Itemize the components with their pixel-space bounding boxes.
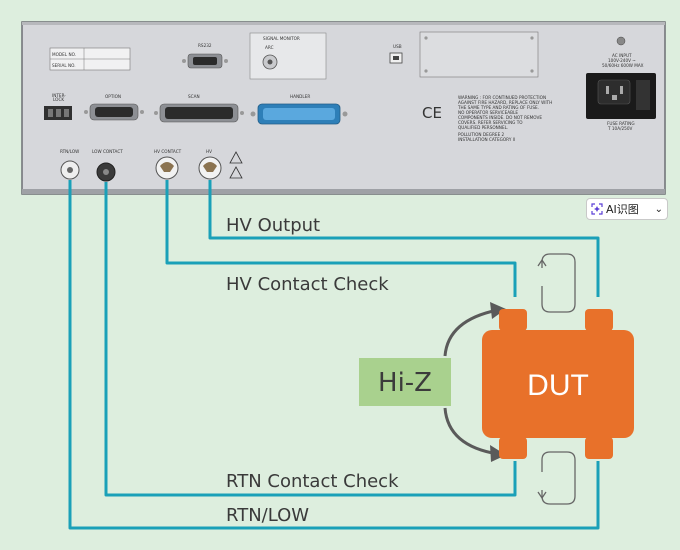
warning-triangle-icon xyxy=(229,166,243,179)
arrow-head-icon xyxy=(490,445,506,462)
hv-output-wire xyxy=(208,180,600,297)
ac-input-spec-2: 50/60Hz 600W MAX xyxy=(602,63,644,68)
low-contact-terminal-label: LOW CONTACT xyxy=(92,149,123,154)
hi-z-lower-curve xyxy=(443,407,499,456)
hv-output-label: HV Output xyxy=(226,215,320,236)
handler-port: HANDLER xyxy=(250,94,348,125)
fuse-rating-value: T 10A/250V xyxy=(607,126,632,131)
hi-z-box xyxy=(359,358,451,406)
warning-line: AGAINST FIRE HAZARD, REPLACE ONLY WITH xyxy=(458,100,552,105)
bottom-contact-loop xyxy=(541,451,576,505)
dut-pin xyxy=(585,437,613,459)
top-contact-loop xyxy=(541,253,576,313)
dut-device: DUT xyxy=(482,309,634,459)
scan-port: SCAN xyxy=(154,94,244,123)
handler-label: HANDLER xyxy=(290,94,310,99)
dut-label: DUT xyxy=(527,369,589,402)
usb-port: USB xyxy=(389,44,403,64)
warning-line: INSTALLATION CATEGORY II xyxy=(458,137,515,142)
warning-line: COMPONENTS INSIDE. DO NOT REMOVE xyxy=(458,115,542,120)
dut-pin xyxy=(499,437,527,459)
ai-recognize-button[interactable]: AI识图 ⌄ xyxy=(586,198,668,220)
output-terminals: RTN/LOW LOW CONTACT HV CONTACT HV xyxy=(60,149,243,182)
rtn-low-wire xyxy=(68,180,600,530)
ground-terminal xyxy=(616,36,626,46)
rtn-low-terminal-label: RTN/LOW xyxy=(60,149,79,154)
rs232-port: RS232 xyxy=(182,43,228,69)
dut-body xyxy=(482,330,634,438)
option-label: OPTION xyxy=(105,94,121,99)
top-loop-arrow-icon xyxy=(537,258,547,267)
usb-label: USB xyxy=(393,44,402,49)
ac-input-spec-1: 100V-240V ~ xyxy=(608,58,636,63)
bottom-loop-arrow-icon xyxy=(537,491,547,500)
rtn-contact-check-label: RTN Contact Check xyxy=(226,471,399,492)
hv-contact-check-label: HV Contact Check xyxy=(226,274,389,295)
ce-mark: CE xyxy=(422,104,442,122)
warning-label: WARNING : FOR CONTINUED PROTECTION AGAIN… xyxy=(457,95,552,142)
hv-terminal-label: HV xyxy=(206,149,212,154)
signal-monitor-label: SIGNAL MONITOR xyxy=(263,36,300,41)
blank-cover-plate xyxy=(419,31,539,78)
dut-pin xyxy=(585,309,613,331)
signal-monitor-panel: SIGNAL MONITOR ARC xyxy=(249,32,327,80)
ac-input: AC INPUT 100V-240V ~ 50/60Hz 600W MAX FU… xyxy=(586,36,656,131)
rs232-label: RS232 xyxy=(198,43,212,48)
wires xyxy=(68,180,600,530)
interlock-label-2: LOCK xyxy=(53,97,64,102)
arrow-head-icon xyxy=(490,302,506,319)
ai-button-label: AI识图 xyxy=(606,203,639,216)
ac-input-label: AC INPUT xyxy=(612,53,632,58)
model-no-label: MODEL NO. xyxy=(52,52,76,57)
warning-line: THE SAME TYPE AND RATING OF FUSE. xyxy=(457,105,539,110)
warning-line: NO OPERATOR SERVICEABLE xyxy=(458,110,518,115)
serial-no-label: SERIAL NO. xyxy=(52,63,76,68)
arc-label: ARC xyxy=(265,45,274,50)
rtn-low-label: RTN/LOW xyxy=(226,505,309,526)
ai-scan-icon xyxy=(591,203,603,215)
warning-line: COVERS. REFER SERVICING TO xyxy=(458,120,523,125)
model-serial-plate: MODEL NO. SERIAL NO. xyxy=(49,47,131,71)
dut-pin xyxy=(499,309,527,331)
hv-contact-terminal-label: HV CONTACT xyxy=(154,149,182,154)
rtn-contact-check-wire xyxy=(104,182,517,497)
hi-z-label: Hi-Z xyxy=(378,368,432,398)
interlock-label-1: INTER- xyxy=(52,93,66,98)
contact-loops xyxy=(537,253,576,505)
warning-triangle-icon xyxy=(229,151,243,164)
hi-z-upper-curve xyxy=(443,308,499,357)
warning-line: WARNING : FOR CONTINUED PROTECTION xyxy=(458,95,546,100)
hv-contact-check-wire xyxy=(165,180,517,297)
option-port: OPTION xyxy=(84,94,144,121)
interlock-connector: INTER- LOCK xyxy=(44,93,72,120)
fuse-rating-label: FUSE RATING xyxy=(607,121,635,126)
warning-line: POLLUTION DEGREE 2 xyxy=(458,132,505,137)
rear-panel: MODEL NO. SERIAL NO. RS232 SIGNAL MONITO… xyxy=(21,21,666,195)
hi-z-arrows xyxy=(443,308,499,456)
warning-line: QUALIFIED PERSONNEL. xyxy=(458,125,508,130)
chevron-down-icon: ⌄ xyxy=(654,203,663,215)
scan-label: SCAN xyxy=(188,94,200,99)
